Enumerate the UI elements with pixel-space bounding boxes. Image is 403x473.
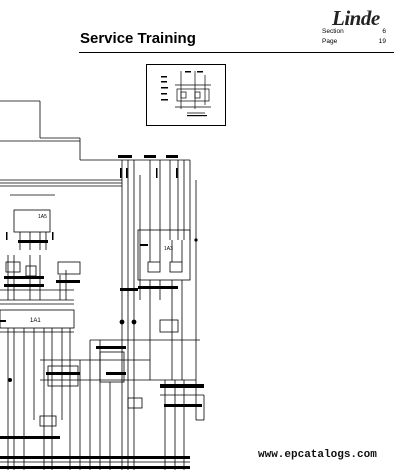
brand-logo: Linde: [332, 6, 380, 30]
section-value: 6: [382, 28, 386, 35]
inset-detail-drawing: [161, 71, 211, 117]
header-rule: [79, 52, 394, 53]
page-title: Service Training: [80, 30, 196, 47]
watermark-text: www.epcatalogs.com: [258, 449, 377, 461]
section-label: Section: [322, 28, 344, 35]
module-label-1a1: 1A1: [30, 318, 41, 324]
relay-label-1a5: 1A5: [38, 214, 47, 220]
page-label: Page: [322, 38, 338, 45]
inset-detail-diagram: [146, 64, 226, 126]
relay-label-1a3: 1A3: [164, 246, 173, 252]
page-value: 19: [378, 38, 386, 45]
